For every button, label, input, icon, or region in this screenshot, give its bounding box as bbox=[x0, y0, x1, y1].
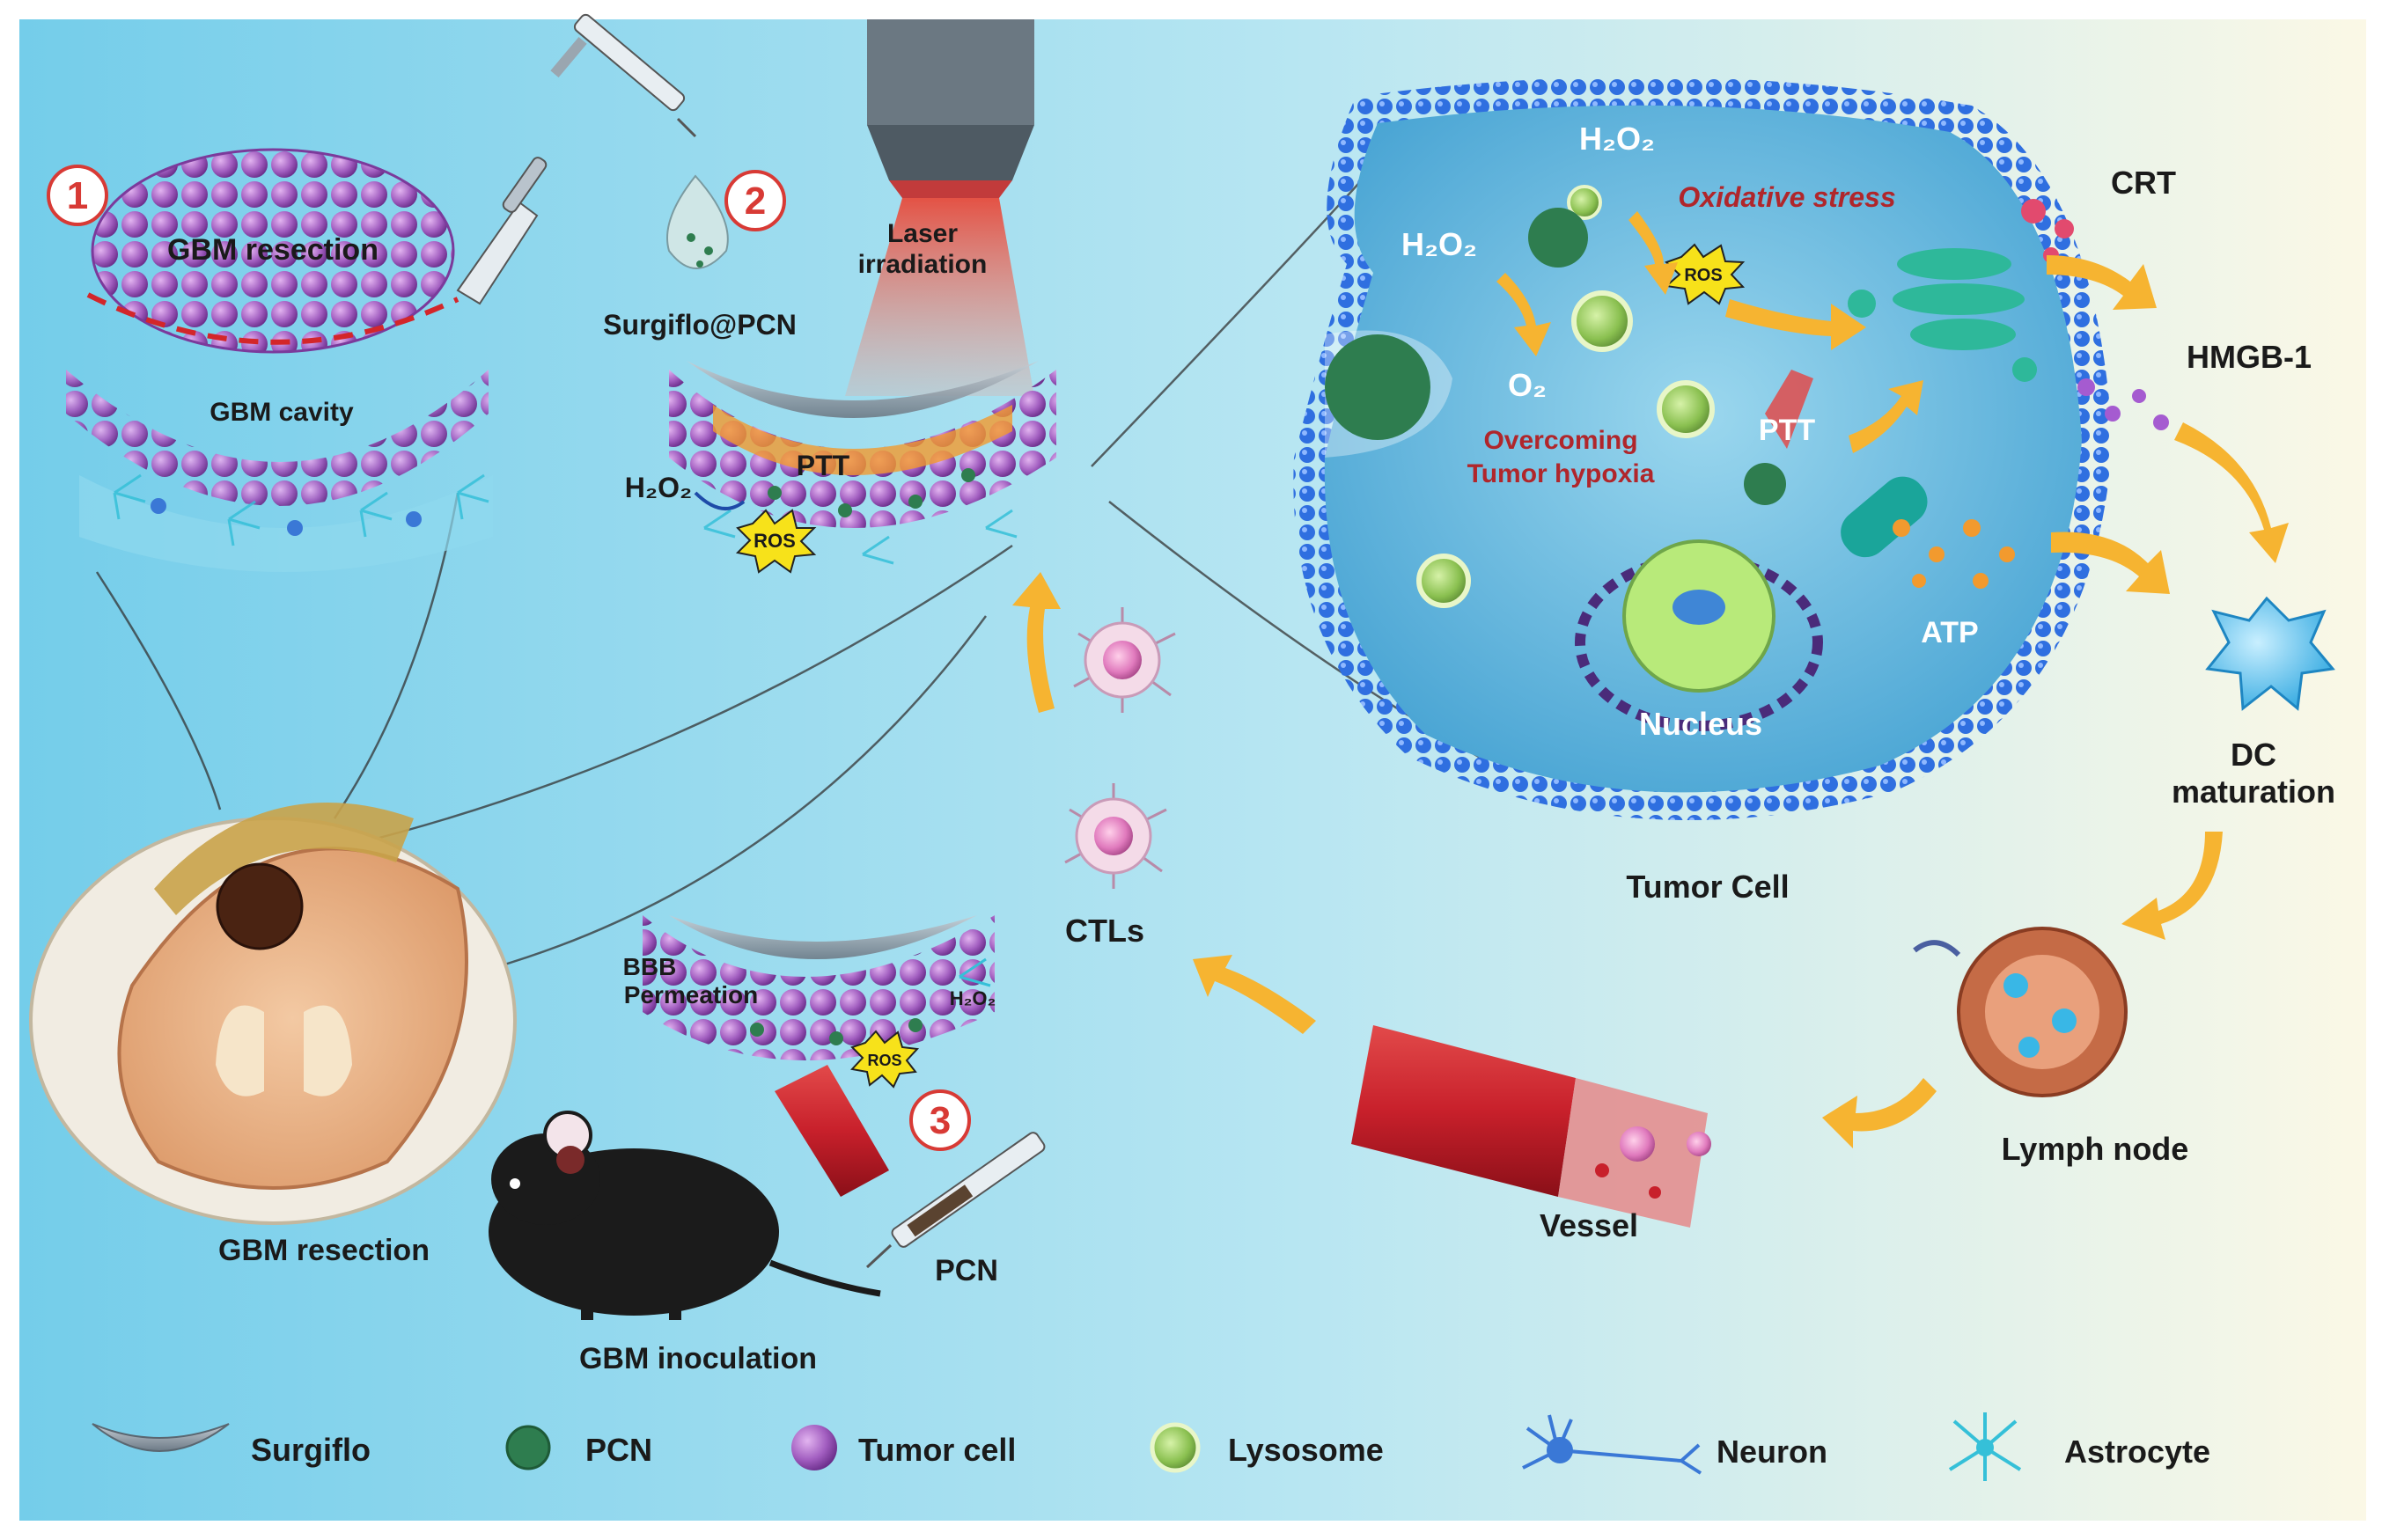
h2o2-label: H₂O₂ bbox=[625, 472, 692, 503]
step-1-badge: 1 bbox=[47, 165, 108, 226]
hypoxia-label-line2: Tumor hypoxia bbox=[1467, 459, 1655, 488]
lysosomes bbox=[1416, 185, 1715, 608]
dendritic-cell-icon bbox=[2205, 596, 2335, 711]
laser-label-line2: irradiation bbox=[858, 250, 988, 279]
legend-item-surgiflo: Surgiflo bbox=[92, 1423, 371, 1468]
vessel-icon bbox=[1351, 1025, 1711, 1228]
dc-label-line2: maturation bbox=[2172, 774, 2335, 810]
surgiflo-icon bbox=[92, 1423, 230, 1452]
bbb-label-line1: BBB bbox=[623, 953, 677, 980]
step-1-number: 1 bbox=[67, 174, 88, 217]
ros-small-burst-icon: ROS bbox=[850, 1030, 920, 1089]
tumor-cell bbox=[1293, 77, 2113, 821]
cavity-with-surgiflo bbox=[669, 361, 1056, 565]
golgi-apparatus bbox=[1848, 248, 2037, 382]
step-2-badge: 2 bbox=[724, 170, 786, 231]
hypoxia-label-line1: Overcoming bbox=[1483, 426, 1637, 455]
nucleus-label: Nucleus bbox=[1639, 706, 1762, 742]
laser-device-icon bbox=[867, 19, 1034, 198]
step-3-number: 3 bbox=[930, 1099, 951, 1142]
vessel-label: Vessel bbox=[1540, 1207, 1638, 1243]
ros-small-label: ROS bbox=[867, 1052, 901, 1069]
legend-pcn-label: PCN bbox=[585, 1432, 652, 1468]
tumor-cell-icon bbox=[791, 1425, 837, 1470]
legend-tumor-cell-label: Tumor cell bbox=[858, 1432, 1016, 1468]
lymph-node-label: Lymph node bbox=[2002, 1131, 2189, 1167]
crt-particles bbox=[2021, 199, 2074, 263]
brain-cross-section bbox=[29, 803, 517, 1225]
legend-lysosome-label: Lysosome bbox=[1228, 1432, 1384, 1468]
panel-bbb-permeation bbox=[643, 915, 995, 1197]
laser-label-line1: Laser bbox=[887, 219, 958, 248]
syringe-icon bbox=[550, 13, 697, 138]
hmgb1-label: HMGB-1 bbox=[2187, 339, 2312, 375]
cell-ptt-label: PTT bbox=[1759, 414, 1815, 447]
legend-item-tumor-cell: Tumor cell bbox=[791, 1425, 1016, 1470]
legend-neuron-label: Neuron bbox=[1717, 1434, 1827, 1470]
legend-item-lysosome: Lysosome bbox=[1150, 1422, 1384, 1473]
ctls-label: CTLs bbox=[1065, 913, 1144, 949]
step-2-number: 2 bbox=[745, 180, 766, 223]
step-3-badge: 3 bbox=[909, 1089, 971, 1151]
neuron-icon bbox=[1522, 1414, 1702, 1475]
o2-label: O₂ bbox=[1508, 367, 1547, 403]
dc-label-line1: DC bbox=[2231, 737, 2276, 773]
surgiflo-pcn-label: Surgiflo@PCN bbox=[603, 309, 797, 341]
resection-cut-line bbox=[86, 292, 459, 345]
tumor-in-brain bbox=[216, 862, 304, 950]
legend-item-neuron: Neuron bbox=[1522, 1414, 1827, 1475]
cell-ros-burst-icon: ROS bbox=[1664, 243, 1746, 305]
lymph-node-icon bbox=[1913, 927, 2128, 1097]
resected-tumor-mass bbox=[91, 148, 455, 354]
legend-item-pcn: PCN bbox=[505, 1425, 652, 1470]
legend-surgiflo-label: Surgiflo bbox=[251, 1432, 371, 1468]
cell-ros-label: ROS bbox=[1684, 266, 1722, 285]
panel-surgiflo-laser: 2 Surgiflo@PCN Laser irradiation H₂O₂ PT… bbox=[550, 13, 1056, 574]
hmgb1-particles bbox=[2077, 378, 2169, 430]
atp-label: ATP bbox=[1921, 616, 1978, 649]
legend-astrocyte-label: Astrocyte bbox=[2064, 1434, 2210, 1470]
laser-beam bbox=[845, 198, 1034, 396]
oxidative-stress-label: Oxidative stress bbox=[1678, 181, 1895, 213]
gbm-resection-brain-label: GBM resection bbox=[218, 1234, 430, 1267]
ros-label: ROS bbox=[754, 530, 796, 552]
ctl-cells bbox=[1064, 607, 1176, 889]
ros-burst-icon: ROS bbox=[735, 509, 817, 574]
bbb-label-line2: Permeation bbox=[624, 981, 759, 1008]
pcn-icon bbox=[505, 1425, 551, 1470]
panel-gbm-resection: 1 GBM resection GBM cavity bbox=[47, 148, 548, 572]
pcn-syringe-icon bbox=[865, 1132, 1046, 1269]
h2o2-top-label: H₂O₂ bbox=[1579, 121, 1655, 157]
mitochondrion bbox=[1841, 476, 1928, 558]
flow-arrows bbox=[1012, 211, 2289, 1148]
h2o2-small-label: H₂O₂ bbox=[950, 987, 996, 1009]
gbm-cavity bbox=[66, 370, 493, 572]
crt-label: CRT bbox=[2111, 165, 2176, 201]
h2o2-left-label: H₂O₂ bbox=[1401, 226, 1477, 262]
gbm-inoculation-label: GBM inoculation bbox=[579, 1342, 817, 1375]
pcn-syringe-label: PCN bbox=[935, 1254, 998, 1287]
nucleus bbox=[1575, 539, 1823, 731]
legend: Surgiflo PCN Tumor cell Lysosome Neuron bbox=[92, 1412, 2210, 1481]
gbm-resection-label: GBM resection bbox=[167, 233, 379, 267]
astrocyte-icon bbox=[1948, 1412, 2022, 1481]
legend-item-astrocyte: Astrocyte bbox=[1948, 1412, 2210, 1481]
surgiflo-droplet bbox=[666, 174, 729, 269]
tumor-cell-label: Tumor Cell bbox=[1626, 869, 1789, 905]
ptt-label: PTT bbox=[797, 450, 850, 481]
scalpel-icon bbox=[456, 157, 548, 305]
mouse-icon bbox=[489, 1111, 881, 1320]
gbm-cavity-label: GBM cavity bbox=[210, 398, 354, 427]
lysosome-icon bbox=[1150, 1422, 1201, 1473]
